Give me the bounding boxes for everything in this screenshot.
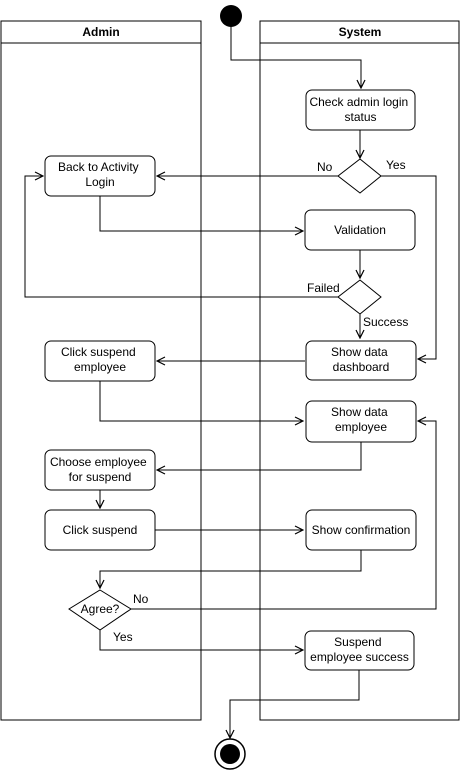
end-node (214, 738, 246, 770)
node-line: employee (335, 420, 387, 434)
action-click-suspend: Click suspend (44, 509, 156, 551)
label-login-yes: Yes (386, 158, 406, 172)
edge-show-employee-to-choose (157, 442, 362, 470)
action-choose-employee: Choose employee for suspend (44, 449, 156, 491)
edge-agree-no-to-show-employee (131, 421, 437, 610)
node-line: dashboard (333, 360, 390, 374)
node-line: for suspend (69, 470, 132, 484)
start-node (220, 5, 242, 27)
action-back-to-activity-login: Back to Activity Login (44, 155, 156, 197)
label-success: Success (363, 315, 408, 329)
edge-decision-yes-to-dashboard (381, 175, 437, 359)
action-show-confirmation: Show confirmation (305, 509, 417, 551)
node-line: Show data (331, 345, 388, 359)
decision-agree: Agree? (68, 589, 132, 631)
edge-failed-to-back (24, 176, 338, 298)
label-failed: Failed (307, 281, 340, 295)
node-line: Check admin login (309, 95, 408, 109)
node-line: Click suspend (63, 523, 138, 537)
action-show-data-employee: Show data employee (305, 400, 417, 443)
node-line: Validation (334, 223, 386, 237)
svg-text:Click suspend: Click suspend (63, 523, 138, 537)
edge-back-to-validation (99, 196, 303, 231)
decision-validation-result (337, 279, 382, 315)
edge-confirmation-to-agree (100, 550, 362, 588)
node-line: Show data (331, 405, 388, 419)
edge-click-suspend-to-show-employee (99, 381, 303, 421)
node-line: Suspend (334, 635, 381, 649)
node-line: Login (85, 175, 114, 189)
svg-text:Click suspend employee: Click suspend employee (61, 345, 139, 374)
system-lane-title: System (339, 25, 382, 39)
action-suspend-employee-success: Suspend employee success (304, 630, 415, 671)
decision-login-status (337, 158, 382, 194)
node-line: Click suspend (61, 345, 136, 359)
label-login-no: No (317, 160, 333, 174)
node-line: Choose employee (50, 455, 147, 469)
svg-text:Show data dashboard: Show data dashboard (331, 345, 391, 374)
decision-agree-label: Agree? (81, 602, 120, 616)
node-line: Show confirmation (312, 523, 411, 537)
action-show-data-dashboard: Show data dashboard (305, 340, 417, 381)
svg-text:Validation: Validation (334, 223, 386, 237)
svg-text:Show confirmation: Show confirmation (312, 523, 411, 537)
node-line: employee (74, 360, 126, 374)
svg-text:Choose employee for susp: Choose employee for suspend (50, 455, 150, 484)
edge-agree-yes-to-suspend (99, 630, 303, 650)
svg-text:Back to Activity Login: Back to Activity Login (58, 160, 142, 189)
node-line: employee success (310, 650, 409, 664)
action-click-suspend-employee: Click suspend employee (44, 340, 156, 382)
admin-lane-title: Admin (82, 25, 119, 39)
node-line: status (344, 110, 376, 124)
svg-text:Check admin login status: Check admin login status (309, 95, 411, 124)
svg-text:Show data employee: Show data employee (331, 405, 391, 434)
edge-suspend-to-end (230, 670, 360, 738)
action-check-login-status: Check admin login status (305, 89, 416, 131)
svg-text:Suspend employee success: Suspend employee success (310, 635, 409, 664)
edge-start-to-check (230, 26, 361, 88)
label-agree-no: No (133, 592, 149, 606)
action-validation: Validation (304, 209, 416, 251)
label-agree-yes: Yes (113, 630, 133, 644)
edges (24, 26, 437, 738)
node-line: Back to Activity (58, 160, 139, 174)
